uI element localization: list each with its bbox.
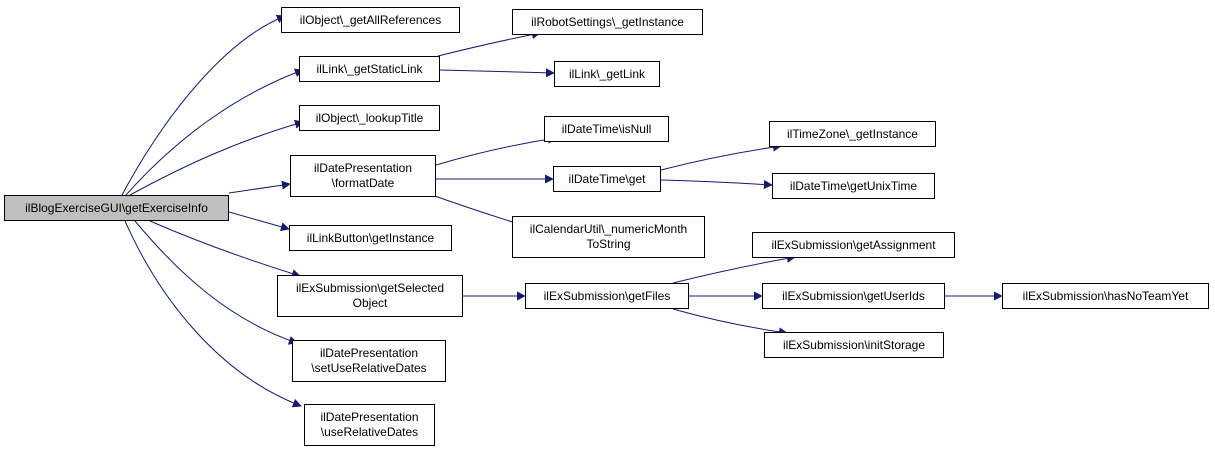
edge-root-to-lookup-title bbox=[129, 119, 304, 196]
edge-root-to-use-relative bbox=[124, 220, 302, 408]
node-blog-exercise-gui-get-exercise-info: ilBlogExerciseGUI\getExerciseInfo bbox=[4, 195, 229, 221]
node-object-get-all-references[interactable]: ilObject\_getAllReferences bbox=[281, 7, 460, 33]
node-robot-settings-get-instance[interactable]: ilRobotSettings\_getInstance bbox=[512, 9, 703, 35]
node-calendar-util-numeric-month-to-string[interactable]: ilCalendarUtil\_numericMonth ToString bbox=[512, 216, 705, 258]
edge-format-date-to-numeric-month bbox=[431, 194, 523, 227]
node-link-get-static-link[interactable]: ilLink\_getStaticLink bbox=[299, 56, 440, 82]
node-label-line-1: ilDatePresentation bbox=[319, 346, 419, 360]
edge-root-to-format-date bbox=[228, 180, 291, 194]
node-date-presentation-set-use-relative-dates[interactable]: ilDatePresentation \setUseRelativeDates bbox=[292, 340, 446, 382]
node-label-line-2: Object bbox=[352, 296, 388, 310]
node-date-presentation-format-date[interactable]: ilDatePresentation \formatDate bbox=[290, 155, 436, 197]
node-label: ilExSubmission\hasNoTeamYet bbox=[1022, 288, 1189, 303]
node-label-line-2: \setUseRelativeDates bbox=[311, 361, 427, 375]
node-label: ilDateTime\getUnixTime bbox=[789, 178, 918, 193]
node-label-line-1: ilCalendarUtil\_numericMonth bbox=[529, 222, 688, 236]
edge-root-to-set-use-relative bbox=[134, 220, 298, 345]
node-label: ilBlogExerciseGUI\getExerciseInfo bbox=[25, 200, 208, 215]
node-ex-submission-has-no-team-yet[interactable]: ilExSubmission\hasNoTeamYet bbox=[1002, 283, 1209, 309]
edge-format-date-to-is-null bbox=[435, 134, 557, 166]
edge-get-files-to-init-storage bbox=[672, 308, 788, 337]
node-time-zone-get-instance[interactable]: ilTimeZone\_getInstance bbox=[769, 121, 936, 147]
edge-date-time-get-to-time-zone bbox=[660, 142, 782, 171]
node-label-line-1: ilExSubmission\getSelected bbox=[295, 281, 445, 295]
node-ex-submission-get-selected-object[interactable]: ilExSubmission\getSelected Object bbox=[277, 275, 463, 317]
edge-static-link-to-get-link bbox=[439, 68, 555, 78]
node-label: ilDateTime\isNull bbox=[561, 121, 652, 136]
node-label-line-1: ilDatePresentation bbox=[320, 410, 419, 424]
node-label: ilObject\_getAllReferences bbox=[299, 12, 442, 27]
node-ex-submission-get-user-ids[interactable]: ilExSubmission\getUserIds bbox=[762, 283, 945, 309]
edge-get-files-to-assignment bbox=[672, 253, 796, 284]
node-label: ilLinkButton\getInstance bbox=[306, 230, 435, 245]
node-ex-submission-get-files[interactable]: ilExSubmission\getFiles bbox=[525, 283, 689, 309]
node-label: ilExSubmission\getFiles bbox=[543, 288, 671, 303]
node-label: ilExSubmission\initStorage bbox=[782, 337, 926, 352]
node-label: ilLink\_getStaticLink bbox=[316, 61, 423, 76]
node-label: ilExSubmission\getAssignment bbox=[771, 237, 936, 252]
node-ex-submission-get-assignment[interactable]: ilExSubmission\getAssignment bbox=[752, 232, 955, 258]
edge-root-to-link-button bbox=[228, 211, 290, 232]
node-label-line-2: ToString bbox=[586, 237, 631, 251]
edge-root-to-get-selected-object bbox=[149, 220, 301, 278]
node-date-time-get[interactable]: ilDateTime\get bbox=[553, 166, 661, 192]
node-label: ilDateTime\get bbox=[568, 171, 646, 186]
node-label: ilTimeZone\_getInstance bbox=[787, 126, 918, 141]
node-label-line-2: \formatDate bbox=[331, 176, 395, 190]
node-label-line-2: \useRelativeDates bbox=[320, 425, 419, 439]
node-label: ilExSubmission\getUserIds bbox=[782, 288, 925, 303]
node-label: ilLink\_getLink bbox=[568, 66, 646, 81]
node-date-time-get-unix-time[interactable]: ilDateTime\getUnixTime bbox=[772, 173, 935, 199]
edge-root-to-get-all-references bbox=[121, 14, 286, 196]
node-label-line-1: ilDatePresentation bbox=[313, 161, 413, 175]
node-label: ilRobotSettings\_getInstance bbox=[531, 14, 684, 29]
edge-date-time-get-to-unix-time bbox=[660, 179, 773, 189]
node-ex-submission-init-storage[interactable]: ilExSubmission\initStorage bbox=[764, 332, 944, 358]
node-date-time-is-null[interactable]: ilDateTime\isNull bbox=[544, 116, 669, 142]
node-date-presentation-use-relative-dates[interactable]: ilDatePresentation \useRelativeDates bbox=[304, 404, 435, 446]
edge-root-to-get-static-link bbox=[125, 68, 304, 196]
edge-static-link-to-robot bbox=[437, 30, 541, 57]
node-object-lookup-title[interactable]: ilObject\_lookupTitle bbox=[299, 105, 440, 131]
node-label: ilObject\_lookupTitle bbox=[315, 110, 424, 125]
node-link-get-link[interactable]: ilLink\_getLink bbox=[554, 61, 660, 87]
node-link-button-get-instance[interactable]: ilLinkButton\getInstance bbox=[289, 225, 452, 251]
